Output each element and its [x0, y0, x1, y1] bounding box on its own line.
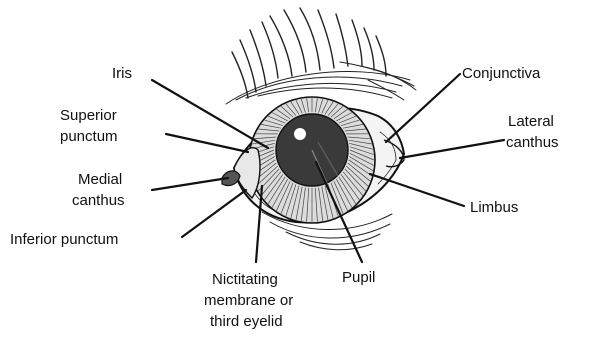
label-iris: Iris — [112, 65, 132, 82]
label-pupil: Pupil — [342, 269, 375, 286]
leader-inferior-punctum — [182, 190, 246, 237]
label-conjunctiva: Conjunctiva — [462, 65, 541, 82]
leader-lateral-canthus — [400, 140, 504, 158]
leader-superior-punctum — [166, 134, 248, 152]
label-medial-canthus-line2: canthus — [72, 192, 125, 209]
label-superior-punctum-line2: punctum — [60, 128, 118, 145]
label-nictitating-line1: Nictitating — [212, 271, 278, 288]
label-lateral-canthus-line2: canthus — [506, 134, 559, 151]
label-lateral-canthus-line1: Lateral — [508, 113, 554, 130]
label-nictitating-line3: third eyelid — [210, 313, 283, 330]
leader-medial-canthus — [152, 178, 228, 190]
label-medial-canthus-line1: Medial — [78, 171, 122, 188]
label-limbus: Limbus — [470, 199, 518, 216]
label-superior-punctum-line1: Superior — [60, 107, 117, 124]
leader-limbus — [370, 174, 464, 206]
label-inferior-punctum: Inferior punctum — [10, 231, 118, 248]
label-nictitating-line2: membrane or — [204, 292, 293, 309]
